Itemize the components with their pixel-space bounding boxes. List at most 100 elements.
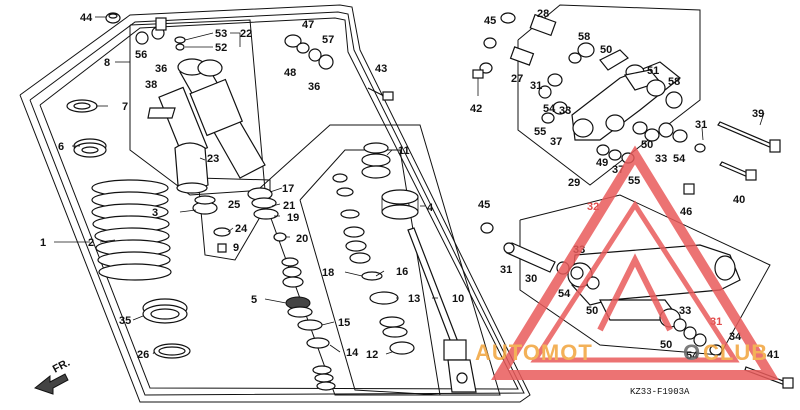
label-58-b: 58 xyxy=(668,76,680,88)
valve-stack xyxy=(281,173,415,391)
label-27: 27 xyxy=(511,73,523,85)
spring-seat-parts xyxy=(192,187,287,253)
label-33: 33 xyxy=(559,105,571,117)
label-44: 44 xyxy=(80,12,93,24)
label-19: 19 xyxy=(287,212,299,224)
label-43: 43 xyxy=(375,63,387,75)
small-parts-top xyxy=(135,17,334,70)
label-18: 18 xyxy=(322,267,334,279)
label-56: 56 xyxy=(135,49,147,61)
label-23: 23 xyxy=(207,153,219,165)
label-47: 47 xyxy=(302,19,314,31)
piston-rod-10 xyxy=(407,227,477,393)
label-33-d: 33 xyxy=(679,305,691,317)
label-17: 17 xyxy=(282,183,294,195)
label-6: 6 xyxy=(58,141,64,153)
label-22: 22 xyxy=(240,28,252,40)
label-50-d: 50 xyxy=(660,339,672,351)
label-40: 40 xyxy=(733,194,745,206)
leader-lines xyxy=(54,16,765,355)
label-24: 24 xyxy=(235,223,248,235)
label-41: 41 xyxy=(767,349,779,361)
collar-4 xyxy=(381,189,419,220)
label-50-c: 50 xyxy=(586,305,598,317)
stopper-ring xyxy=(153,343,191,359)
bump-rubber-23 xyxy=(174,142,209,194)
label-16: 16 xyxy=(396,266,408,278)
label-28: 28 xyxy=(537,8,549,20)
label-58: 58 xyxy=(578,31,590,43)
label-50: 50 xyxy=(600,44,612,56)
label-54-b: 54 xyxy=(673,153,686,165)
label-26: 26 xyxy=(137,349,149,361)
label-7: 7 xyxy=(122,101,128,113)
label-51: 51 xyxy=(647,65,659,77)
label-54: 54 xyxy=(543,103,556,115)
bolt-40 xyxy=(719,161,757,181)
label-48: 48 xyxy=(284,67,296,79)
nut-46 xyxy=(683,183,695,195)
label-33-b: 33 xyxy=(655,153,667,165)
watermark-triangle xyxy=(491,145,779,380)
label-31-c: 31 xyxy=(500,264,512,276)
label-25: 25 xyxy=(228,199,240,211)
dust-seal-11 xyxy=(361,142,391,179)
spring-seat xyxy=(142,298,188,324)
nut-44 xyxy=(105,12,121,24)
bolt-42 xyxy=(472,69,484,96)
label-10: 10 xyxy=(452,293,464,305)
label-55: 55 xyxy=(534,126,546,138)
watermark-text-b: O xyxy=(683,340,701,365)
spring xyxy=(91,179,172,281)
label-46: 46 xyxy=(680,206,692,218)
diagram-code: KZ33-F1903A xyxy=(630,387,690,397)
label-15: 15 xyxy=(338,317,350,329)
label-4: 4 xyxy=(427,202,434,214)
collars-top-right xyxy=(509,13,557,66)
label-1: 1 xyxy=(40,237,46,249)
bearings-top-right xyxy=(479,12,706,164)
label-11: 11 xyxy=(398,145,410,157)
label-45-b: 45 xyxy=(478,199,490,211)
label-8: 8 xyxy=(104,57,110,69)
label-13: 13 xyxy=(408,293,420,305)
lock-nut-7 xyxy=(66,99,98,113)
label-36: 36 xyxy=(155,63,167,75)
bolt-43 xyxy=(367,87,394,101)
label-55-b: 55 xyxy=(628,175,640,187)
damper-body xyxy=(147,58,266,179)
front-direction-arrow: FR. xyxy=(33,357,72,395)
label-29: 29 xyxy=(568,177,580,189)
label-21: 21 xyxy=(283,200,295,212)
label-31: 31 xyxy=(530,80,542,92)
label-35: 35 xyxy=(119,315,131,327)
label-52: 52 xyxy=(215,42,227,54)
label-50-b: 50 xyxy=(641,139,653,151)
label-53: 53 xyxy=(215,28,227,40)
label-3: 3 xyxy=(152,207,158,219)
label-42: 42 xyxy=(470,103,482,115)
watermark-text-a: AUTOMOT xyxy=(475,340,593,365)
watermark-logo: AUTOMOT O CLUB xyxy=(475,145,779,380)
label-34: 34 xyxy=(729,331,742,343)
label-9: 9 xyxy=(233,242,239,254)
label-2: 2 xyxy=(88,237,94,249)
bolt-39 xyxy=(717,121,781,153)
frame-lines xyxy=(19,4,771,403)
watermark-text-c: CLUB xyxy=(703,340,768,365)
label-5: 5 xyxy=(251,294,257,306)
label-20: 20 xyxy=(296,233,308,245)
collar-30 xyxy=(503,242,556,273)
label-30: 30 xyxy=(525,273,537,285)
label-57: 57 xyxy=(322,34,334,46)
fr-label: FR. xyxy=(51,357,72,376)
part-labels: 44 56 36 53 52 22 47 57 48 36 43 45 28 5… xyxy=(40,8,779,362)
label-36-b: 36 xyxy=(308,81,320,93)
label-45: 45 xyxy=(484,15,496,27)
label-38: 38 xyxy=(145,79,157,91)
label-49: 49 xyxy=(596,157,608,169)
label-37: 37 xyxy=(550,136,562,148)
label-31-b: 31 xyxy=(695,119,707,131)
